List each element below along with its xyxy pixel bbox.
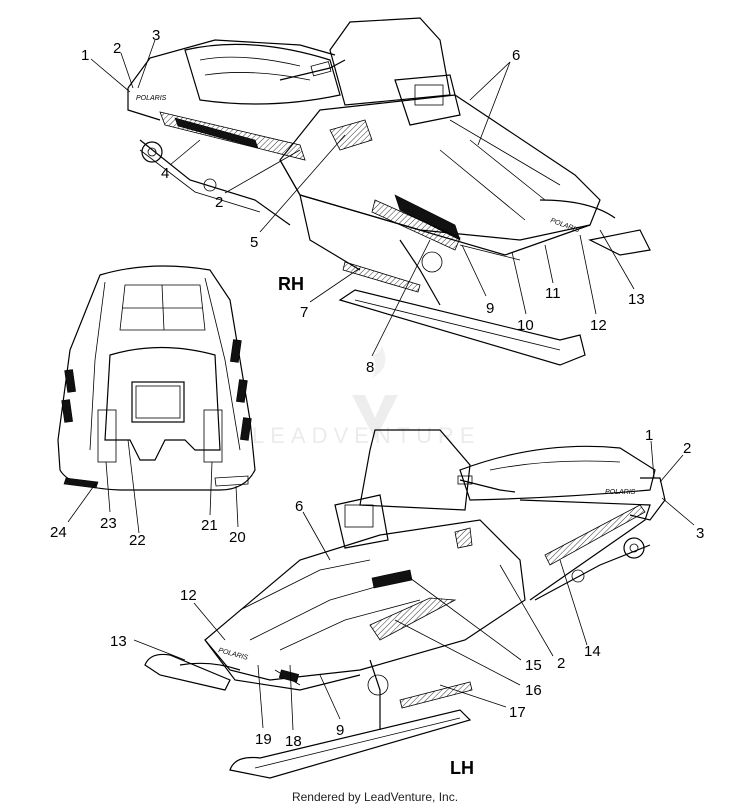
callout-hood-22: 22: [129, 532, 146, 549]
callout-rh-5: 5: [250, 234, 258, 251]
callout-lh-1: 1: [645, 427, 653, 444]
callout-rh-13: 13: [628, 291, 645, 308]
lh-leader-lines: [133, 440, 695, 731]
callout-lh-2b: 2: [557, 655, 565, 672]
callout-rh-2: 2: [113, 40, 121, 57]
callout-hood-23: 23: [100, 515, 117, 532]
callout-lh-3: 3: [696, 525, 704, 542]
callout-rh-8: 8: [366, 359, 374, 376]
callout-lh-14: 14: [584, 643, 601, 660]
callout-rh-2b: 2: [215, 194, 223, 211]
callout-rh-7: 7: [300, 304, 308, 321]
callout-hood-20: 20: [229, 529, 246, 546]
rh-tail-brand: POLARIS: [136, 95, 167, 102]
callout-rh-4: 4: [161, 165, 169, 182]
view-label-rh: RH: [278, 274, 304, 294]
callout-hood-24: 24: [50, 524, 67, 541]
rh-leader-lines: [90, 39, 635, 357]
callout-rh-9: 9: [486, 300, 494, 317]
callout-lh-15: 15: [525, 657, 542, 674]
hood-underside-view: [57, 265, 256, 491]
render-credit: Rendered by LeadVenture, Inc.: [291, 790, 459, 804]
callout-rh-12: 12: [590, 317, 607, 334]
hood-callouts: 24 23 22 21 20: [50, 515, 246, 549]
rh-callouts: 1 2 3 4 2 5 6 7 8 9 10 11 12 13 RH: [81, 27, 645, 376]
snowmobile-rh-view: POLARIS POLARIS: [127, 17, 651, 366]
callout-lh-2: 2: [683, 440, 691, 457]
callout-rh-10: 10: [517, 317, 534, 334]
callout-rh-1: 1: [81, 47, 89, 64]
callout-lh-12: 12: [180, 587, 197, 604]
callout-lh-13: 13: [110, 633, 127, 650]
snowmobile-lh-view: POLARIS POLARIS: [144, 429, 666, 779]
watermark-logo: LEADVENTURE: [252, 346, 481, 448]
callout-rh-11: 11: [545, 285, 561, 302]
hood-leader-lines: [67, 439, 239, 534]
view-label-lh: LH: [450, 758, 474, 778]
callout-lh-19: 19: [255, 731, 272, 748]
callout-rh-6: 6: [512, 47, 520, 64]
callout-rh-3: 3: [152, 27, 160, 44]
watermark-text: LEADVENTURE: [252, 423, 481, 448]
lh-hood-brand: POLARIS: [217, 647, 248, 662]
callout-lh-9: 9: [336, 722, 344, 739]
callout-hood-21: 21: [201, 517, 218, 534]
callout-lh-6: 6: [295, 498, 303, 515]
callout-lh-17: 17: [509, 704, 526, 721]
rh-hood-brand: POLARIS: [549, 217, 580, 234]
callout-lh-16: 16: [525, 682, 542, 699]
lh-callouts: 1 2 3 6 12 13 19 18 9 17 16 15 2 14 LH: [110, 427, 704, 778]
lh-tail-brand: POLARIS: [605, 489, 636, 496]
callout-lh-18: 18: [285, 733, 302, 750]
